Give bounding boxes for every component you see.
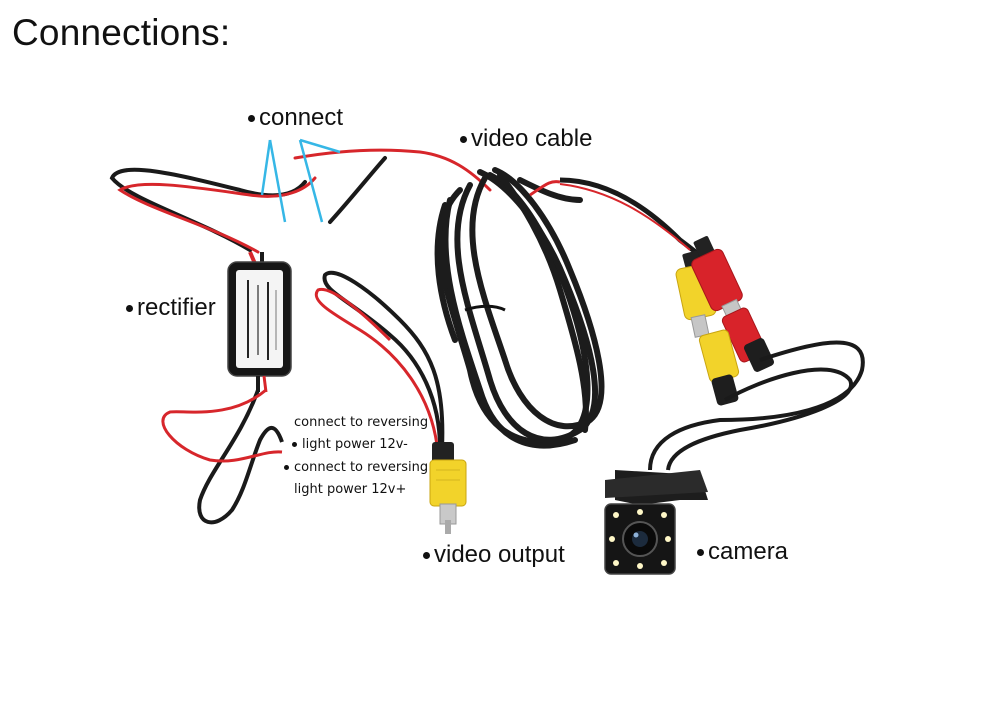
negative-note: connect to reversing light power 12v- — [292, 412, 428, 456]
reverse-power-wires — [161, 388, 284, 525]
video-output-rca-plug — [429, 442, 467, 534]
video-output-label: video output — [423, 541, 565, 569]
power-wires — [109, 148, 492, 254]
video-cable-coil — [434, 167, 605, 449]
connect-pointer-lines — [260, 138, 341, 223]
positive-note-line-1: connect to reversing — [294, 460, 429, 475]
bullet-icon — [248, 115, 255, 123]
video-output-label-text: video output — [434, 541, 565, 568]
bullet-icon — [284, 465, 289, 470]
positive-note-line-2: light power 12v+ — [294, 482, 407, 497]
negative-note-line-2: light power 12v- — [302, 437, 408, 452]
red-rca-plug — [691, 236, 774, 372]
bullet-icon — [697, 549, 704, 557]
positive-note: connect to reversing light power 12v+ — [284, 457, 428, 501]
page-title: Connections: — [12, 12, 231, 53]
camera-led-ring — [609, 509, 671, 569]
camera-side-cable — [559, 177, 712, 267]
connect-label: connect — [248, 104, 343, 132]
rectifier-label: rectifier — [126, 294, 216, 322]
rectifier-box — [227, 251, 292, 393]
camera-label-text: camera — [708, 538, 789, 565]
video-cable-label: video cable — [460, 125, 592, 153]
bullet-icon — [423, 552, 430, 560]
bullet-icon — [292, 442, 297, 447]
camera-cable — [648, 340, 865, 471]
rectifier-label-text: rectifier — [137, 294, 216, 321]
negative-note-line-1: connect to reversing — [294, 415, 429, 430]
bullet-icon — [460, 136, 467, 144]
video-cable-label-text: video cable — [471, 125, 593, 152]
video-output-wire — [314, 270, 445, 449]
connect-label-text: connect — [259, 104, 344, 131]
camera-body — [604, 470, 708, 575]
bullet-icon — [126, 305, 133, 313]
camera-label: camera — [697, 538, 788, 566]
